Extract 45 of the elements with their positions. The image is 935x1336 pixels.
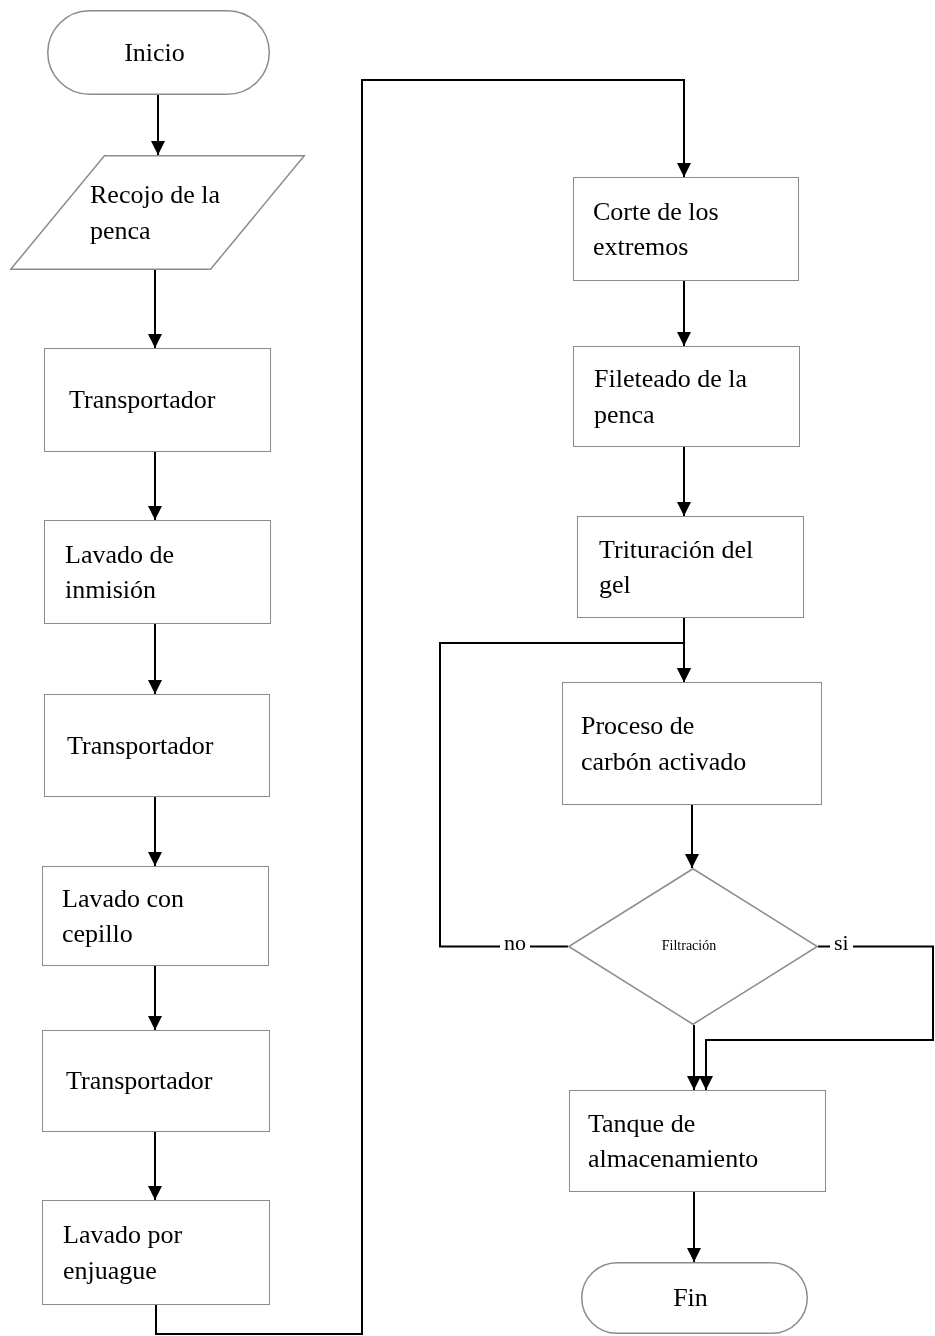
arrow: [148, 965, 162, 1031]
node-label: Filtración: [661, 937, 717, 956]
arrow: [148, 623, 162, 695]
arrow: [148, 269, 162, 349]
arrow: [687, 1191, 701, 1263]
arrow: [148, 796, 162, 867]
node-label: Transportador: [69, 384, 216, 417]
node-label: Lavado por enjuague: [63, 1219, 184, 1287]
node-label: Lavado con cepillo: [62, 882, 185, 950]
process-box: [42, 1030, 270, 1132]
arrow: [148, 1131, 162, 1201]
process-box: [42, 1200, 270, 1305]
arrow: [155, 79, 691, 1335]
process-box: [42, 866, 269, 966]
process-box: [573, 177, 799, 281]
process-box: [577, 516, 804, 618]
node-label: Fileteado de la penca: [594, 363, 749, 431]
input-parallelogram: [10, 155, 305, 270]
node-label: Trituración del gel: [599, 533, 755, 601]
node-label: Corte de los extremos: [593, 195, 720, 263]
terminal-shape: [47, 10, 270, 95]
process-box: [44, 694, 270, 797]
arrow: [699, 945, 934, 1091]
arrow: [687, 1024, 701, 1091]
node-label: Lavado de inmisión: [65, 538, 175, 606]
arrow: [148, 451, 162, 521]
node-label: Transportador: [66, 1065, 213, 1098]
arrow: [685, 804, 699, 869]
arrow: [677, 446, 691, 517]
process-box: [44, 348, 271, 452]
node-label: Inicio: [124, 36, 185, 69]
node-label: Tanque de almacenamiento: [588, 1107, 760, 1175]
node-label: Recojo de la penca: [90, 179, 221, 247]
node-label: Transportador: [67, 729, 214, 762]
process-box: [44, 520, 271, 624]
process-box: [569, 1090, 826, 1192]
arrow: [151, 94, 165, 156]
process-box: [573, 346, 800, 447]
decision-diamond: [568, 868, 818, 1025]
process-box: [562, 682, 822, 805]
node-label: Fin: [673, 1282, 708, 1315]
node-label: Proceso de carbón activado: [581, 710, 748, 778]
arrow: [439, 642, 691, 948]
arrow: [677, 280, 691, 347]
terminal-shape: [581, 1262, 808, 1334]
